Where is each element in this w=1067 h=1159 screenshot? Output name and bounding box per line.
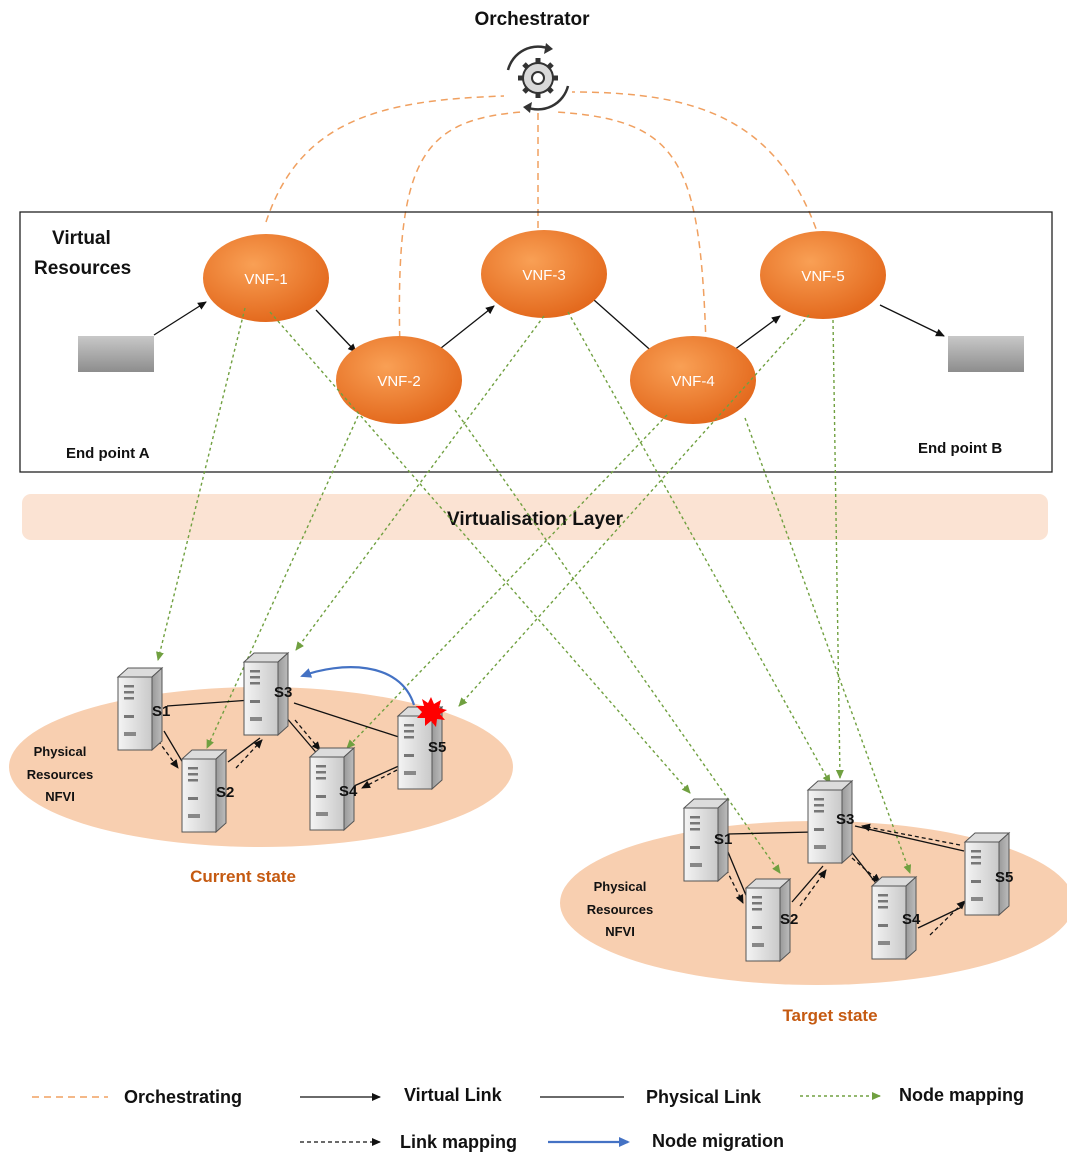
svg-text:S1: S1	[152, 703, 170, 720]
current-server-s1: S1	[117, 667, 170, 751]
svg-text:VNF-5: VNF-5	[801, 268, 844, 285]
vnf-4: VNF-4	[630, 336, 756, 424]
target-server-s3: S3	[807, 780, 854, 864]
current-server-s3: S3	[243, 652, 292, 736]
vlink-vnf5-b	[879, 304, 945, 337]
vnf-nodes: VNF-1 VNF-2 VNF-3 VNF-4 VNF-5	[203, 230, 886, 424]
orchestrating-links	[265, 91, 821, 351]
current-servers: S1 S3 S5 S2 S4	[117, 652, 447, 833]
orch-link-vnf4	[555, 111, 707, 345]
target-servers: S1 S3 S5 S2 S4	[683, 780, 1013, 962]
svg-text:NFVI: NFVI	[605, 924, 635, 939]
svg-text:S5: S5	[995, 869, 1013, 886]
legend-physical-link: Physical Link	[646, 1087, 762, 1107]
legend-virtual-link: Virtual Link	[404, 1085, 503, 1105]
gear-icon	[506, 43, 570, 113]
legend-link-mapping: Link mapping	[400, 1132, 517, 1152]
svg-text:VNF-4: VNF-4	[671, 373, 714, 390]
target-server-s4: S4	[871, 876, 921, 960]
svg-text:Virtualisation Layer: Virtualisation Layer	[447, 509, 624, 530]
svg-text:S2: S2	[216, 784, 234, 801]
current-server-s5: S5	[397, 706, 446, 790]
vlink-vnf3-vnf4	[593, 299, 657, 356]
endpoint-b-box	[948, 336, 1024, 372]
legend-node-mapping: Node mapping	[899, 1085, 1024, 1105]
virtualisation-layer: Virtualisation Layer	[22, 494, 1048, 540]
target-server-s5: S5	[964, 832, 1013, 916]
orchestrator: Orchestrator	[474, 9, 590, 113]
vnf-5: VNF-5	[760, 231, 886, 319]
legend-node-migration: Node migration	[652, 1131, 784, 1151]
virtual-links	[153, 299, 945, 356]
svg-text:S2: S2	[780, 911, 798, 928]
vlink-vnf1-vnf2	[315, 309, 357, 353]
svg-text:NFVI: NFVI	[45, 789, 75, 804]
svg-text:Resources: Resources	[27, 767, 93, 782]
vnf-2: VNF-2	[336, 336, 462, 424]
vnf-3: VNF-3	[481, 230, 607, 318]
virtual-resources-box: Virtual Resources End point A End point …	[19, 211, 1053, 473]
fault-burst-icon	[416, 697, 447, 727]
orchestrator-title: Orchestrator	[474, 9, 590, 30]
svg-text:S3: S3	[836, 811, 854, 828]
target-nfvi-label: Physical Resources NFVI	[587, 879, 653, 939]
target-server-s2: S2	[745, 878, 798, 962]
svg-text:S4: S4	[339, 783, 358, 800]
current-server-s2: S2	[181, 749, 234, 833]
virtual-resources-label-2: Resources	[34, 258, 131, 279]
endpoint-a-label: End point A	[66, 445, 150, 462]
svg-text:S3: S3	[274, 684, 292, 701]
virtual-resources-label: Virtual	[52, 228, 111, 249]
endpoint-a-box	[78, 336, 154, 372]
endpoint-b-label: End point B	[918, 440, 1002, 457]
svg-text:VNF-2: VNF-2	[377, 373, 420, 390]
vlink-a-vnf1	[153, 301, 207, 336]
node-mappings	[156, 307, 912, 874]
node-migration-arrow	[300, 666, 416, 706]
current-link-mappings	[153, 719, 398, 789]
vlink-vnf2-vnf3	[435, 305, 495, 353]
svg-text:S5: S5	[428, 739, 446, 756]
vlink-vnf4-vnf5	[729, 315, 781, 354]
legend: Orchestrating Virtual Link Physical Link…	[32, 1085, 1024, 1152]
current-server-s4: S4	[309, 747, 358, 831]
svg-text:Physical: Physical	[34, 744, 87, 759]
svg-text:S4: S4	[902, 911, 921, 928]
legend-orchestrating: Orchestrating	[124, 1087, 242, 1107]
orch-link-vnf2	[398, 111, 523, 351]
svg-text:S1: S1	[714, 831, 732, 848]
current-nfvi-label: Physical Resources NFVI	[27, 744, 93, 804]
svg-text:VNF-1: VNF-1	[244, 271, 287, 288]
orch-link-vnf1	[265, 95, 505, 223]
target-state-label: Target state	[782, 1006, 877, 1025]
svg-text:VNF-3: VNF-3	[522, 267, 565, 284]
svg-text:Physical: Physical	[594, 879, 647, 894]
target-server-s1: S1	[683, 798, 732, 882]
orch-link-vnf5	[571, 91, 821, 241]
svg-text:Resources: Resources	[587, 902, 653, 917]
vnf-1: VNF-1	[203, 234, 329, 322]
current-state-label: Current state	[190, 867, 296, 886]
